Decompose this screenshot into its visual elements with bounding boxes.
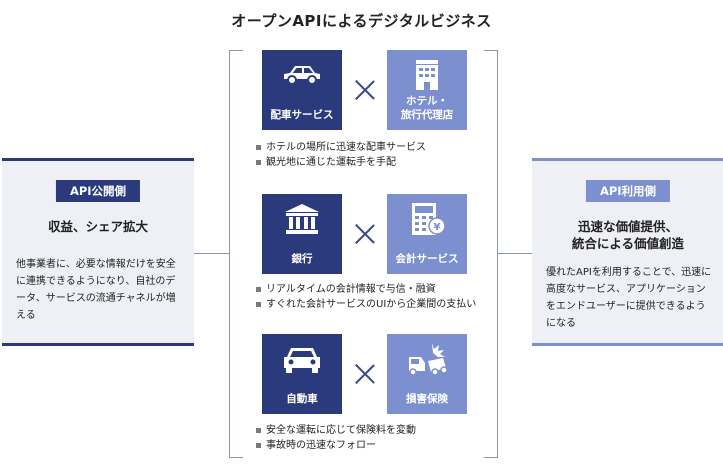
list-item: 安全な運転に応じて保険料を変動 <box>256 423 416 438</box>
diagram-title: オープンAPIによるデジタルビジネス <box>231 12 492 30</box>
card-label-line: 旅行代理店 <box>400 109 454 121</box>
card-label: 損害保険 <box>387 392 467 406</box>
multiply-icon <box>355 80 375 100</box>
card-label-line: 銀行 <box>291 253 313 265</box>
card-label-line: ホテル・ <box>406 95 448 107</box>
card-bank: 銀行 <box>262 194 342 274</box>
card-label-line: 会計サービス <box>395 253 459 265</box>
api-consumer-panel: API利用側 迅速な価値提供、 統合による価値創造 優れたAPIを利用することで… <box>532 158 723 346</box>
left-bracket <box>229 50 243 458</box>
api-provider-description: 他事業者に、必要な情報だけを安全に連携できるようになり、自社のデータ、サービスの… <box>16 259 176 321</box>
car-front-icon <box>262 338 342 380</box>
card-label: 会計サービス <box>387 252 467 266</box>
card-non-life-insurance: 損害保険 <box>387 334 467 414</box>
use-case-list: 安全な運転に応じて保険料を変動 事故時の迅速なフォロー <box>256 423 416 453</box>
api-consumer-heading: 迅速な価値提供、 統合による価値創造 <box>532 218 723 252</box>
card-hotel-travel-agency: ホテル・ 旅行代理店 <box>387 50 467 130</box>
use-case-list: リアルタイムの会計情報で与信・融資 すぐれた会計サービスのUIから企業間の支払い <box>256 282 476 312</box>
list-item: すぐれた会計サービスのUIから企業間の支払い <box>256 297 476 312</box>
card-label: 銀行 <box>262 252 342 266</box>
car-crash-icon <box>387 338 467 380</box>
hotel-building-icon <box>387 54 467 96</box>
svg-text:¥: ¥ <box>434 222 441 233</box>
card-label-line: 配車サービス <box>270 109 334 121</box>
right-connector-line <box>498 253 532 254</box>
left-connector-line <box>194 253 229 254</box>
card-label: 自動車 <box>262 392 342 406</box>
api-consumer-label: API利用側 <box>585 180 671 202</box>
list-item: 事故時の迅速なフォロー <box>256 438 416 453</box>
card-label: 配車サービス <box>262 108 342 122</box>
calculator-yen-icon: ¥ <box>387 198 467 240</box>
list-item: ホテルの場所に迅速な配車サービス <box>256 140 426 155</box>
right-bracket <box>484 50 498 458</box>
card-automobile: 自動車 <box>262 334 342 414</box>
multiply-icon <box>355 364 375 384</box>
api-consumer-description: 優れたAPIを利用することで、迅速に高度なサービス、アプリケーションをエンドユー… <box>546 267 712 329</box>
card-label: ホテル・ 旅行代理店 <box>387 94 467 122</box>
api-consumer-heading-line: 統合による価値創造 <box>571 236 685 251</box>
api-provider-panel: API公開側 収益、シェア拡大 他事業者に、必要な情報だけを安全に連携できるよう… <box>2 158 194 346</box>
api-consumer-heading-line: 迅速な価値提供、 <box>577 219 678 234</box>
car-icon <box>262 54 342 96</box>
card-ride-hailing: 配車サービス <box>262 50 342 130</box>
bank-icon <box>262 198 342 240</box>
card-label-line: 自動車 <box>286 393 318 405</box>
api-provider-heading: 収益、シェア拡大 <box>47 219 148 234</box>
use-case-list: ホテルの場所に迅速な配車サービス 観光地に通じた運転手を手配 <box>256 140 426 170</box>
card-accounting-service: ¥ 会計サービス <box>387 194 467 274</box>
list-item: リアルタイムの会計情報で与信・融資 <box>256 282 476 297</box>
multiply-icon <box>355 224 375 244</box>
list-item: 観光地に通じた運転手を手配 <box>256 155 426 170</box>
card-label-line: 損害保険 <box>406 393 448 405</box>
api-provider-label: API公開側 <box>55 180 141 202</box>
